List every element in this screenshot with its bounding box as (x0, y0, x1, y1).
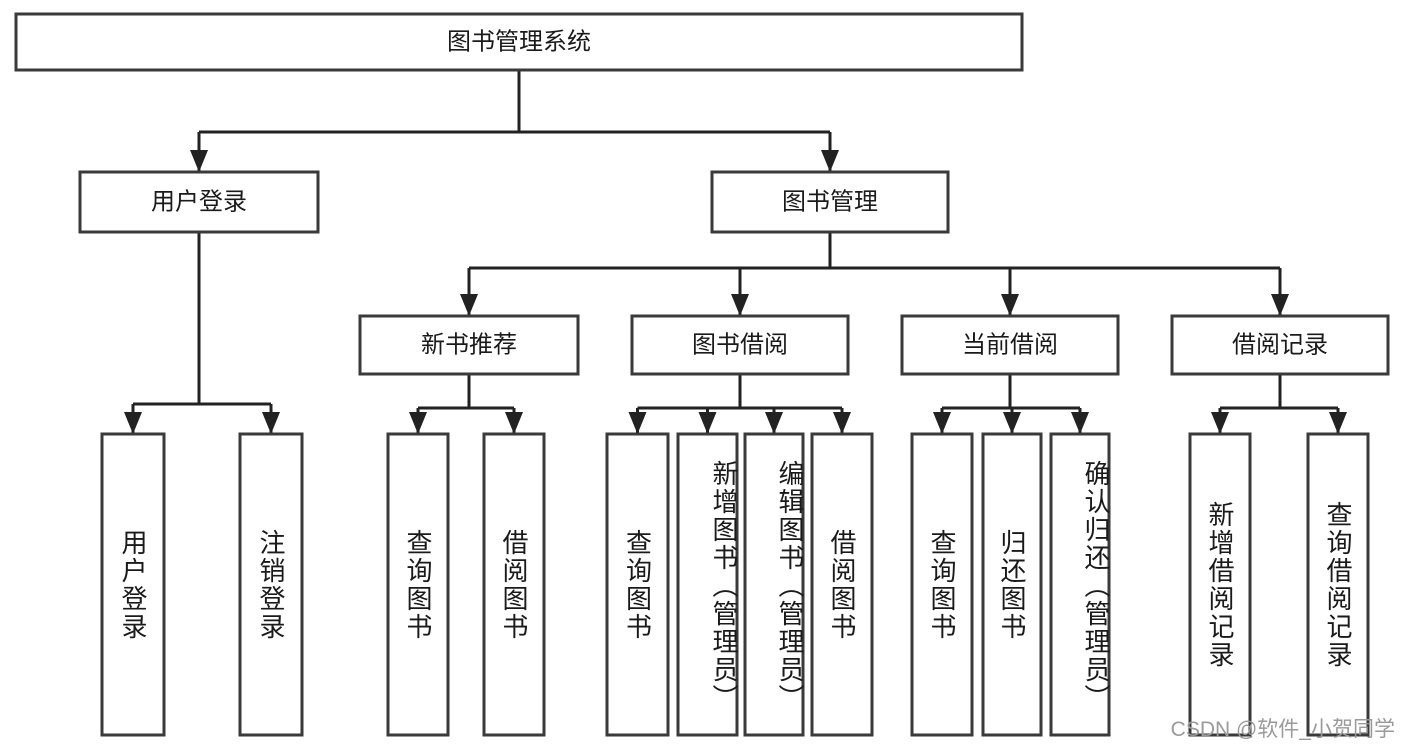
node-box-leaf-confirm-return[interactable] (1049, 432, 1111, 737)
arrow-head-icon-leaf-add-record (1211, 412, 1229, 434)
arrow-head-icon-user-login (190, 150, 208, 172)
arrow-head-icon-book-borrow (731, 294, 749, 316)
node-box-current-borrow[interactable] (900, 314, 1120, 376)
csdn-watermark: CSDN @软件_小贺同学 (1170, 718, 1395, 741)
node-label-current-borrow: 当前借阅 (962, 331, 1058, 358)
node-label-user-login: 用户登录 (151, 188, 247, 215)
boxes-layer (14, 12, 1390, 737)
node-box-leaf-add-book[interactable] (676, 432, 739, 737)
arrow-head-icon-leaf-user-login (124, 412, 142, 434)
arrow-head-icon-leaf-edit-book (765, 412, 783, 434)
node-label-new-book-rec: 新书推荐 (421, 331, 517, 358)
node-label-borrow-record: 借阅记录 (1232, 331, 1328, 358)
node-box-leaf-user-login[interactable] (100, 432, 166, 737)
node-box-borrow-record[interactable] (1170, 314, 1390, 376)
node-label-book-borrow: 图书借阅 (692, 331, 788, 358)
node-box-book-borrow[interactable] (630, 314, 850, 376)
arrow-head-icon-borrow-record (1271, 294, 1289, 316)
node-box-leaf-borrow-book-2[interactable] (810, 432, 874, 737)
node-box-new-book-rec[interactable] (358, 314, 580, 376)
node-box-leaf-borrow-book-1[interactable] (482, 432, 546, 737)
arrow-head-icon-leaf-confirm-return (1071, 412, 1089, 434)
arrow-head-icon-leaf-query-book-3 (933, 412, 951, 434)
node-box-leaf-return-book[interactable] (981, 432, 1043, 737)
node-box-leaf-query-book-3[interactable] (910, 432, 974, 737)
arrow-head-icon-new-book-rec (460, 294, 478, 316)
node-label-root: 图书管理系统 (447, 28, 591, 55)
node-label-book-manage: 图书管理 (782, 188, 878, 215)
arrow-head-icon-leaf-query-book-1 (409, 412, 427, 434)
arrow-head-icon-leaf-borrow-book-2 (833, 412, 851, 434)
arrow-head-icon-leaf-borrow-book-1 (505, 412, 523, 434)
connectors-layer (124, 70, 1347, 434)
node-box-root[interactable] (14, 12, 1024, 72)
node-box-book-manage[interactable] (710, 170, 950, 234)
node-box-user-login[interactable] (78, 170, 320, 234)
arrow-head-icon-book-manage (821, 150, 839, 172)
arrow-head-icon-leaf-query-book-2 (628, 412, 647, 434)
node-box-leaf-add-record[interactable] (1188, 432, 1252, 737)
arrow-head-icon-current-borrow (1001, 294, 1019, 316)
node-box-leaf-query-record[interactable] (1306, 432, 1370, 737)
node-box-leaf-query-book-2[interactable] (605, 432, 670, 737)
arrow-head-icon-leaf-query-record (1329, 412, 1347, 434)
arrow-head-icon-leaf-add-book (698, 412, 717, 434)
arrow-head-icon-leaf-user-logout (262, 412, 280, 434)
node-box-leaf-edit-book[interactable] (743, 432, 805, 737)
node-box-leaf-query-book-1[interactable] (386, 432, 450, 737)
node-box-leaf-user-logout[interactable] (238, 432, 304, 737)
arrow-head-icon-leaf-return-book (1003, 412, 1021, 434)
